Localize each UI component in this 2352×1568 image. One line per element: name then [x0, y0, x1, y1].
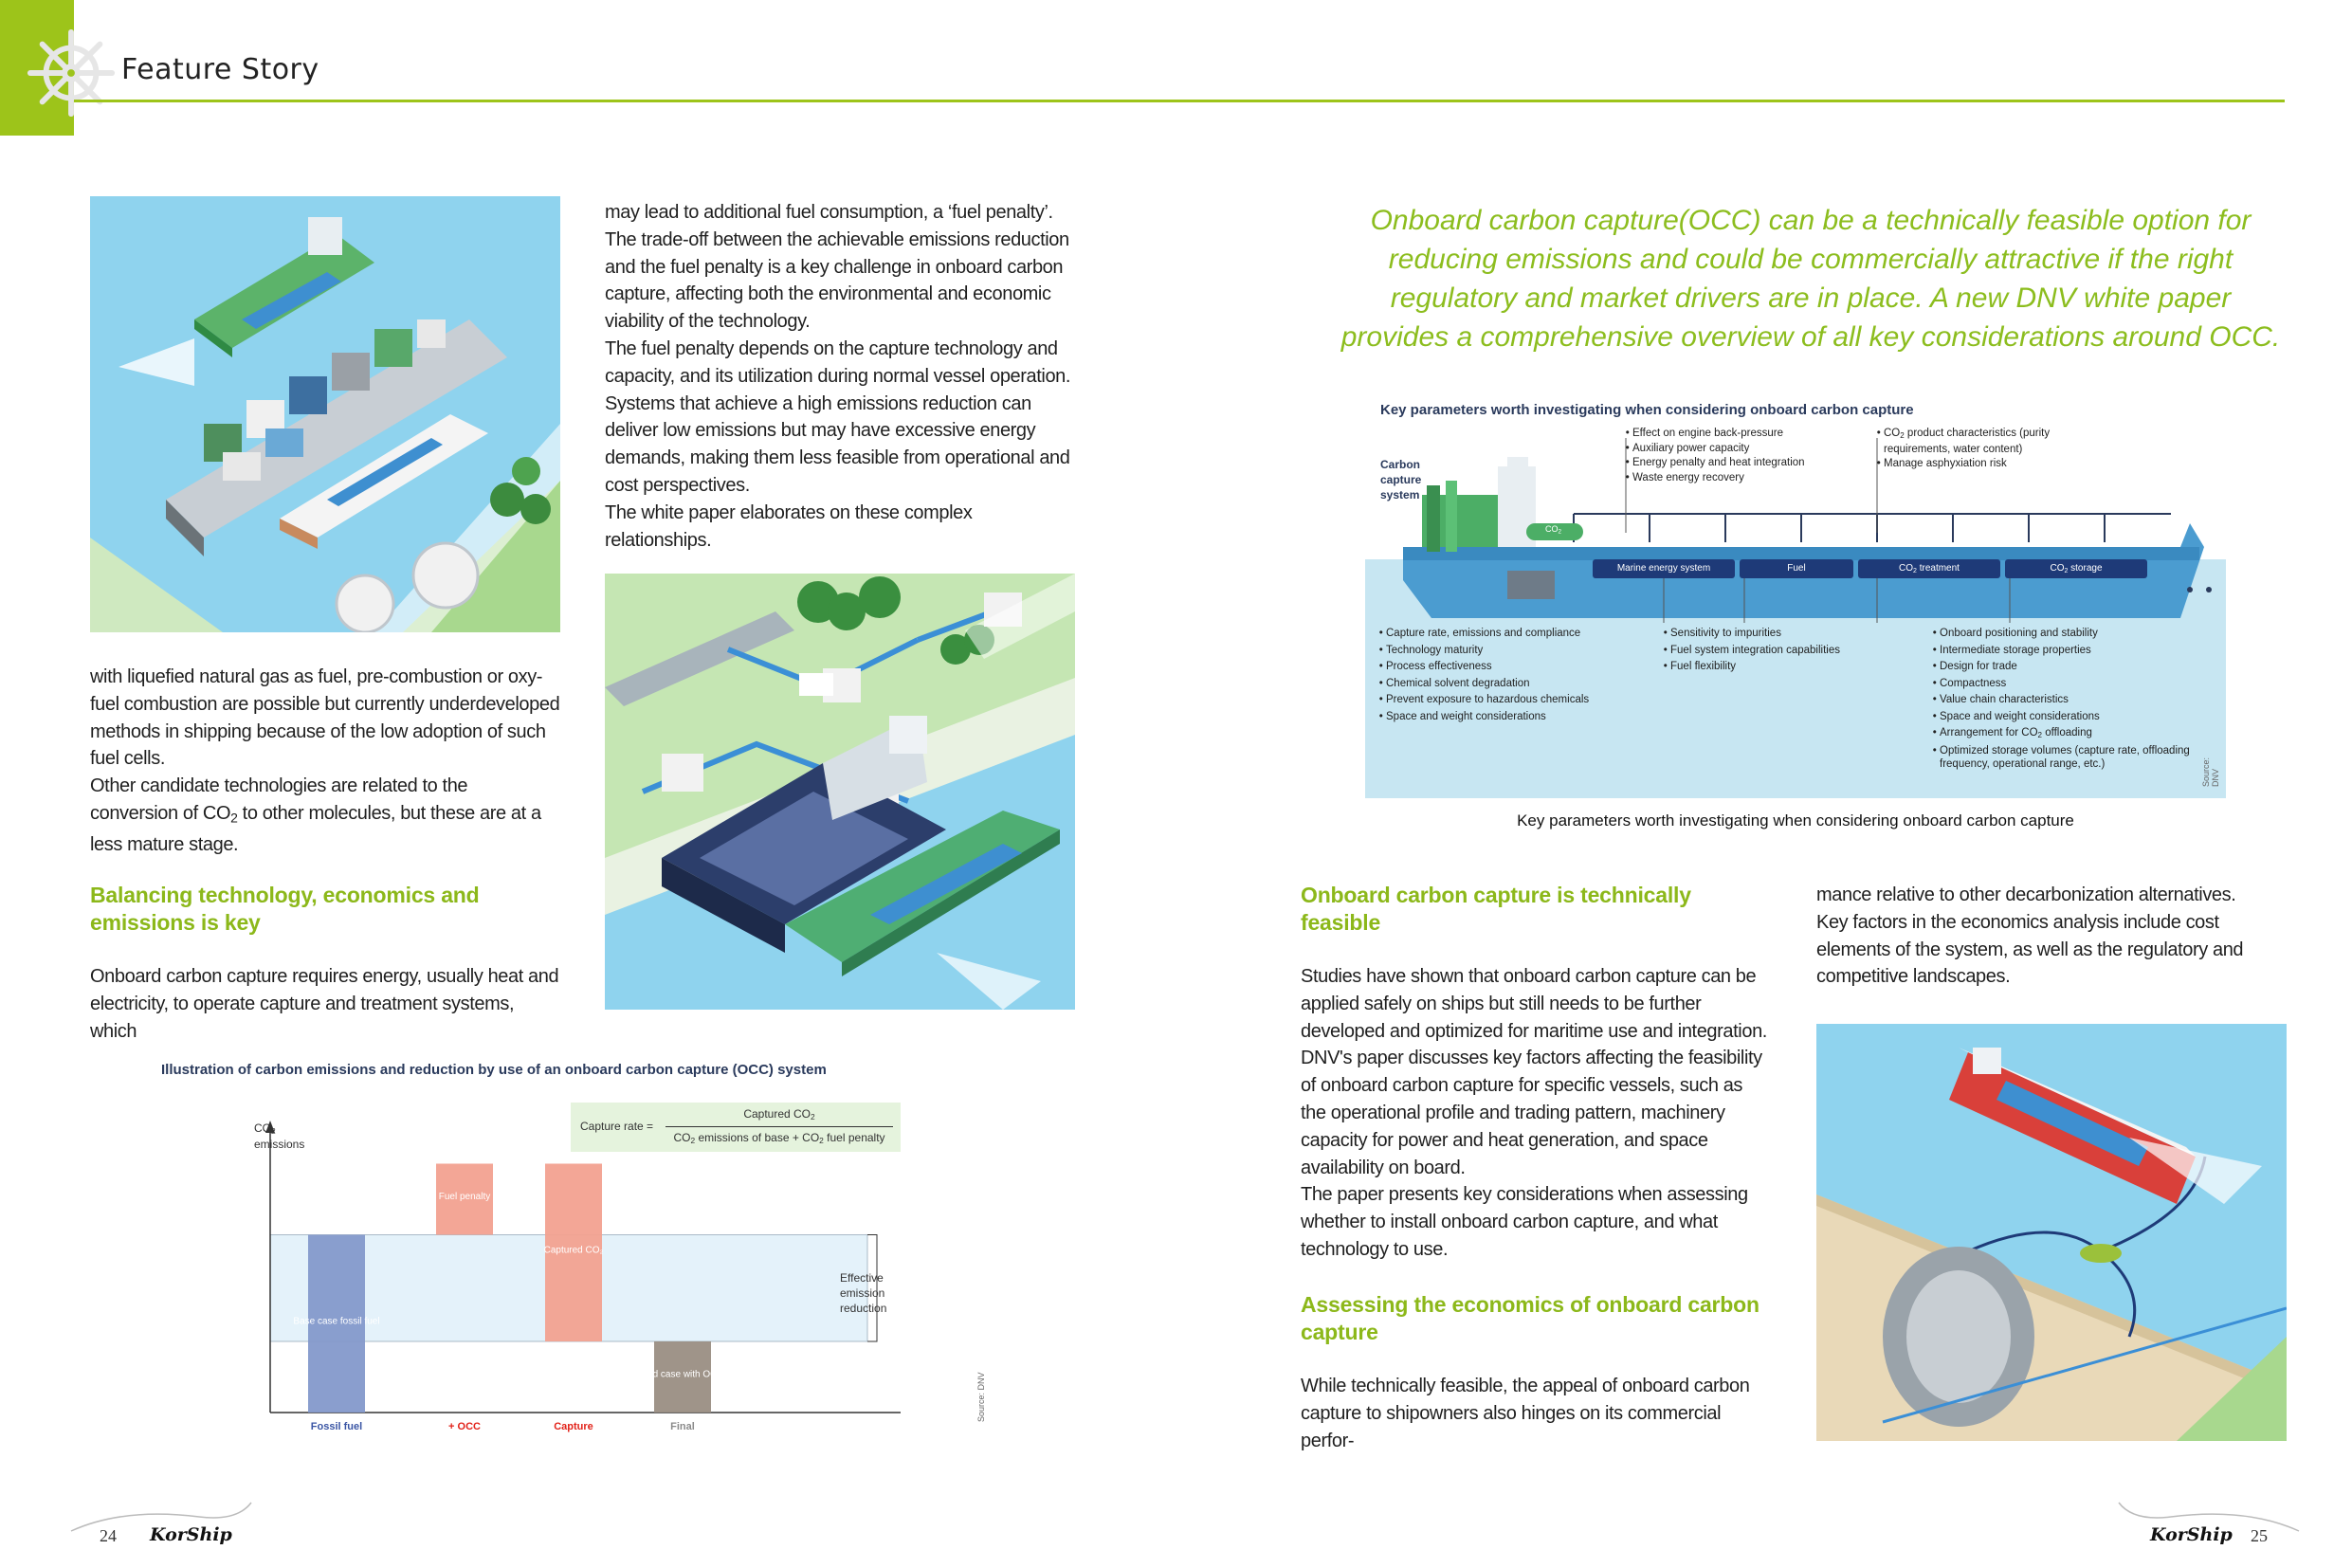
storage-bullets: Onboard positioning and stability Interm… — [1930, 626, 2210, 771]
offloading-illustration — [1816, 1024, 2287, 1441]
section-title: Feature Story — [121, 53, 319, 86]
heading-balancing: Balancing technology, economics and emis… — [90, 883, 480, 935]
chart-title: Illustration of carbon emissions and red… — [161, 1062, 827, 1078]
reduction-bracket — [867, 1234, 878, 1342]
column-2-text: may lead to additional fuel consumption,… — [605, 199, 1075, 554]
feasible-paragraph: Studies have shown that onboard carbon c… — [1301, 966, 1767, 1042]
intro-paragraph: with liquefied natural gas as fuel, pre-… — [90, 666, 560, 770]
heading-technically-feasible: Onboard carbon capture is technically fe… — [1301, 883, 1691, 935]
fuel-bullet: Fuel system integration capabilities — [1670, 643, 1840, 660]
bar-occ — [436, 1163, 493, 1235]
chart-source: Source: DNV — [976, 1372, 986, 1422]
port-illustration — [605, 574, 1075, 1010]
col4-paragraph: mance relative to other decarbonization … — [1816, 884, 2236, 905]
formula-numerator: Captured CO2 — [743, 1107, 815, 1122]
category-label: Fossil fuel — [311, 1421, 362, 1432]
pull-quote: Onboard carbon capture(OCC) can be a tec… — [1340, 205, 2281, 353]
ship-wheel-icon — [27, 28, 116, 118]
storage-bullet: Arrangement for CO2 offloading — [1940, 725, 2210, 744]
col2-paragraph: The white paper elaborates on these comp… — [605, 501, 973, 551]
header-rule — [74, 100, 2285, 102]
carbon-capture-label: Carbon capture system — [1380, 458, 1422, 501]
right-footer-ornament — [2118, 1502, 2300, 1532]
product-bullet: CO2 product characteristics (purity requ… — [1884, 427, 2111, 457]
system-marine-energy: Marine energy system — [1616, 563, 1711, 574]
y-axis-label: CO2 emissions — [254, 1121, 304, 1151]
col4-paragraph: Key factors in the economics analysis in… — [1816, 911, 2244, 988]
ship-diagram-svg — [1365, 438, 2226, 798]
right-page-number: 25 — [2251, 1526, 2268, 1545]
system-fuel: Fuel — [1787, 563, 1806, 574]
co2-tank-label: CO2 — [1545, 524, 1562, 536]
diagram-source: Source: DNV — [2201, 757, 2220, 787]
diagram-title: Key parameters worth investigating when … — [1380, 402, 1914, 418]
capture-rate-formula: Capture rate = Captured CO2 CO2 emission… — [571, 1103, 901, 1152]
left-korship-logo: KorShip — [150, 1524, 232, 1545]
balancing-text: Onboard carbon capture requires energy, … — [90, 966, 559, 1042]
feasible-paragraph: The paper presents key considerations wh… — [1301, 1184, 1748, 1260]
storage-bullet: Compactness — [1940, 676, 2210, 693]
category-label: + OCC — [448, 1421, 481, 1432]
system-co2-storage: CO2 storage — [2050, 563, 2103, 574]
bar-label: Fuel penalty — [439, 1192, 490, 1202]
storage-bullet: Intermediate storage properties — [1940, 643, 2210, 660]
bar-label: Captured CO₂ — [544, 1245, 604, 1255]
fuel-bullet: Fuel flexibility — [1670, 659, 1840, 676]
col2-paragraph: may lead to additional fuel consumption,… — [605, 202, 1069, 333]
engine-bullet: Auxiliary power capacity — [1632, 442, 1805, 457]
fuel-bullets: Sensitivity to impurities Fuel system in… — [1661, 626, 1840, 676]
capture-bullet: Capture rate, emissions and compliance — [1386, 626, 1589, 643]
storage-bullet: Design for trade — [1940, 659, 2210, 676]
intro-paragraph: Other candidate technologies are related… — [90, 775, 541, 856]
col2-paragraph: The fuel penalty depends on the capture … — [605, 337, 1071, 496]
formula-bar — [665, 1126, 893, 1127]
heading-economics: Assessing the economics of onboard carbo… — [1301, 1292, 1759, 1344]
left-page-number: 24 — [100, 1526, 117, 1545]
system-co2-treatment: CO2 treatment — [1899, 563, 1960, 574]
bar-fossil-fuel — [308, 1234, 365, 1413]
storage-bullet: Onboard positioning and stability — [1940, 626, 2210, 643]
storage-bullet: Space and weight considerations — [1940, 709, 2210, 726]
y-axis-label-2: emissions — [254, 1138, 305, 1152]
ships-illustration — [90, 196, 560, 632]
category-label: Capture — [554, 1421, 593, 1432]
engine-bullet: Energy penalty and heat integration — [1632, 456, 1805, 471]
engine-bullets: Effect on engine back-pressure Auxiliary… — [1623, 427, 1805, 485]
storage-bullet: Value chain characteristics — [1940, 692, 2210, 709]
capture-bullet: Process effectiveness — [1386, 659, 1589, 676]
economics-text: While technically feasible, the appeal o… — [1301, 1376, 1750, 1451]
formula-label: Capture rate = — [580, 1120, 654, 1133]
column-4-text: mance relative to other decarbonization … — [1816, 882, 2287, 991]
fuel-bullet: Sensitivity to impurities — [1670, 626, 1840, 643]
y-axis-arrow — [265, 1121, 275, 1133]
product-bullets: CO2 product characteristics (purity requ… — [1874, 427, 2111, 471]
header-green-tab — [0, 0, 74, 136]
category-label: Final — [670, 1421, 695, 1432]
diagram-caption: Key parameters worth investigating when … — [1517, 811, 2074, 830]
y-axis-label-1: CO2 — [254, 1121, 276, 1137]
engine-bullet: Waste energy recovery — [1632, 471, 1805, 486]
capture-bullets: Capture rate, emissions and compliance T… — [1377, 626, 1589, 725]
capture-bullet: Chemical solvent degradation — [1386, 676, 1589, 693]
feasible-text: Studies have shown that onboard carbon c… — [1301, 963, 1771, 1264]
storage-bullet: Optimized storage volumes (capture rate,… — [1940, 744, 2210, 771]
engine-bullet: Effect on engine back-pressure — [1632, 427, 1805, 442]
bar-capture — [545, 1163, 602, 1341]
right-korship-logo: KorShip — [2150, 1524, 2233, 1545]
effective-reduction-label: Effective emission reduction — [840, 1271, 887, 1315]
feasible-paragraph: DNV's paper discusses key factors affect… — [1301, 1048, 1762, 1178]
left-footer-ornament — [70, 1502, 252, 1532]
capture-bullet: Technology maturity — [1386, 643, 1589, 660]
bar-label: Base case fossil fuel — [293, 1316, 379, 1326]
bar-final — [654, 1341, 711, 1413]
key-parameters-diagram: Key parameters worth investigating when … — [1365, 391, 2226, 798]
intro-text: with liquefied natural gas as fuel, pre-… — [90, 664, 560, 859]
product-bullet: Manage asphyxiation risk — [1884, 457, 2111, 471]
bar-label: End case with OCC — [641, 1370, 723, 1380]
capture-bullet: Space and weight considerations — [1386, 709, 1589, 726]
capture-bullet: Prevent exposure to hazardous chemicals — [1386, 692, 1589, 709]
formula-denominator: CO2 emissions of base + CO2 fuel penalty — [673, 1131, 885, 1146]
